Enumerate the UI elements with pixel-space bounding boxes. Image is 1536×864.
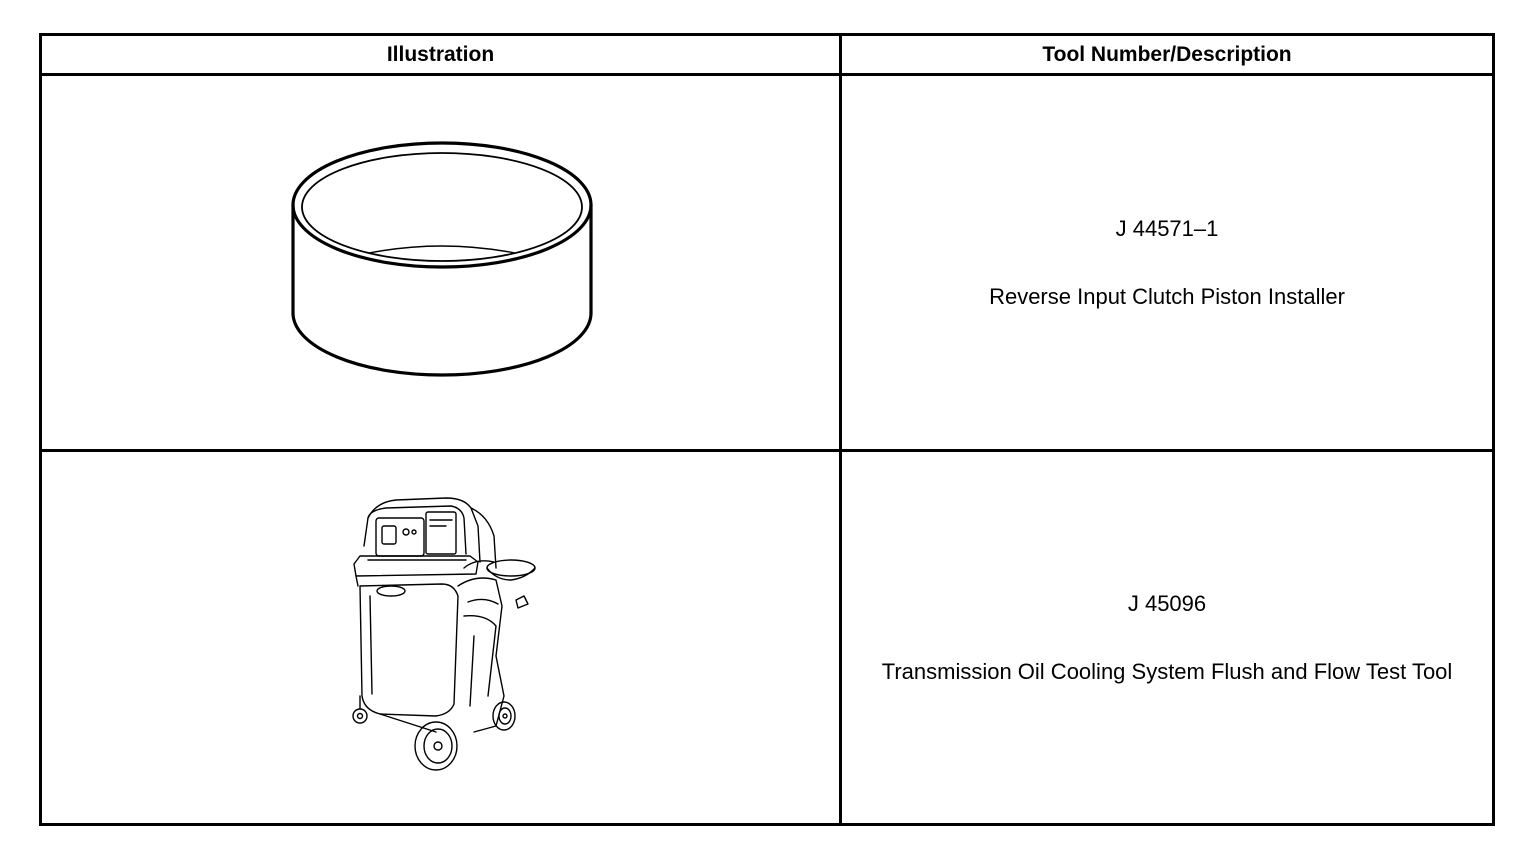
tool-number: J 44571–1 [1115,215,1219,241]
illustration-cell [39,449,842,826]
table-row: J 45096 Transmission Oil Cooling System … [39,449,1495,826]
tool-description: Transmission Oil Cooling System Flush an… [881,658,1453,684]
table-row: J 44571–1 Reverse Input Clutch Piston In… [39,73,1495,452]
illustration-cell [39,73,842,452]
description-cell: J 44571–1 Reverse Input Clutch Piston In… [839,73,1495,452]
header-row: Illustration Tool Number/Description [39,33,1495,76]
tool-number: J 45096 [1127,590,1207,616]
ring-installer-icon [290,140,593,377]
flush-cart-icon [351,496,536,771]
tools-table: Illustration Tool Number/Description [39,33,1495,826]
description-cell: J 45096 Transmission Oil Cooling System … [839,449,1495,826]
header-description: Tool Number/Description [839,33,1495,76]
tool-description: Reverse Input Clutch Piston Installer [989,283,1345,309]
header-illustration: Illustration [39,33,842,76]
